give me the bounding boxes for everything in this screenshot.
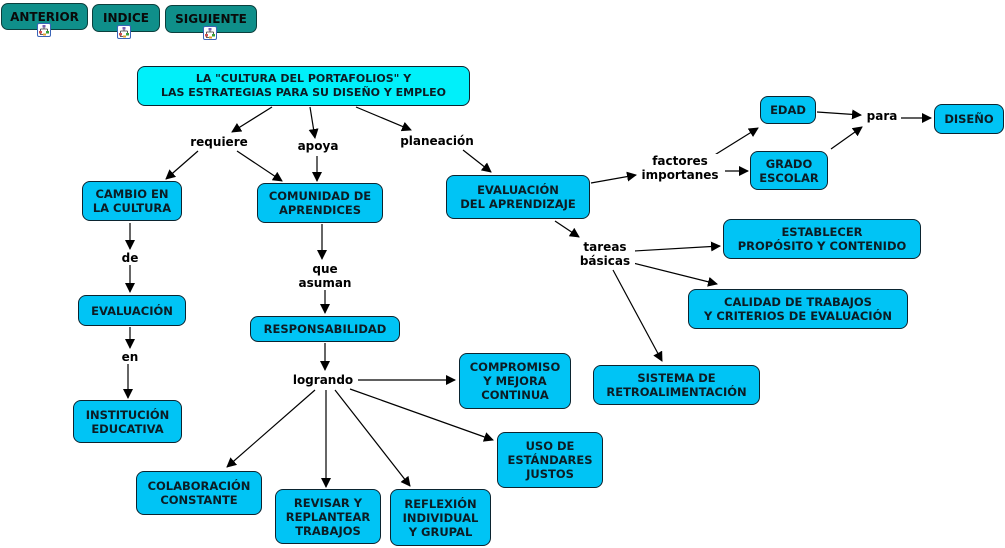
concept-map-icon[interactable]: [203, 26, 217, 40]
link-factores-importanes: factores importanes: [638, 154, 722, 182]
concept-cambio-en-la-cultura[interactable]: CAMBIO EN LA CULTURA: [82, 181, 182, 221]
link-en: en: [118, 350, 142, 364]
indice-label: INDICE: [103, 11, 149, 25]
edge-tareas-sistema: [612, 269, 663, 362]
link-que-asuman: que asuman: [293, 262, 357, 290]
concept-establecer-proposito[interactable]: ESTABLECER PROPÓSITO Y CONTENIDO: [723, 219, 921, 259]
concept-compromiso[interactable]: COMPROMISO Y MEJORA CONTINUA: [459, 353, 571, 409]
edge-root-apoya: [308, 106, 319, 139]
siguiente-button[interactable]: SIGUIENTE: [165, 5, 257, 33]
edge-tareas-establecer: [633, 241, 721, 252]
edge-requiere-comunidad: [236, 150, 283, 182]
edge-planeacion-evaluacion: [462, 149, 492, 173]
edge-factores-edad: [712, 127, 759, 157]
edge-logrando-estandares: [349, 388, 494, 442]
edge-root-planeacion: [355, 106, 412, 132]
edge-evaluacion-tareas: [554, 220, 580, 238]
concept-responsabilidad[interactable]: RESPONSABILIDAD: [250, 316, 400, 342]
concept-uso-de-estandares[interactable]: USO DE ESTÁNDARES JUSTOS: [497, 432, 603, 488]
concept-colaboracion-constante[interactable]: COLABORACIÓN CONSTANTE: [136, 471, 262, 515]
edge-requiere-cambio: [165, 150, 199, 180]
concept-map-icon[interactable]: [117, 25, 131, 39]
concept-map-icon[interactable]: [37, 23, 51, 37]
concept-edad[interactable]: EDAD: [760, 96, 816, 124]
edge-evaluacion-factores: [590, 171, 637, 184]
anterior-label: ANTERIOR: [10, 10, 79, 24]
edge-logrando-colaboracion: [226, 389, 316, 468]
concept-calidad-de-trabajos[interactable]: CALIDAD DE TRABAJOS Y CRITERIOS DE EVALU…: [688, 289, 908, 329]
link-apoya: apoya: [294, 139, 342, 153]
edge-grado-para: [830, 126, 863, 150]
concept-comunidad-de-aprendices[interactable]: COMUNIDAD DE APRENDICES: [257, 183, 383, 223]
concept-diseno[interactable]: DISEÑO: [934, 104, 1004, 134]
link-planeacion: planeación: [397, 134, 477, 148]
concept-root[interactable]: LA "CULTURA DEL PORTAFOLIOS" Y LAS ESTRA…: [137, 66, 470, 106]
edge-edad-para: [816, 109, 862, 120]
link-para: para: [863, 109, 901, 123]
concept-grado-escolar[interactable]: GRADO ESCOLAR: [750, 151, 828, 190]
concept-institucion-educativa[interactable]: INSTITUCIÓN EDUCATIVA: [73, 400, 182, 443]
concept-evaluacion[interactable]: EVALUACIÓN: [78, 295, 186, 326]
link-logrando: logrando: [290, 373, 356, 387]
concept-reflexion-individual[interactable]: REFLEXIÓN INDIVIDUAL Y GRUPAL: [390, 489, 491, 546]
edge-tareas-calidad: [632, 262, 718, 287]
concept-revisar-y-replantear[interactable]: REVISAR Y REPLANTEAR TRABAJOS: [275, 489, 381, 544]
edge-logrando-reflexion: [334, 389, 411, 487]
siguiente-label: SIGUIENTE: [175, 12, 247, 26]
concept-sistema-de-retroalimentacion[interactable]: SISTEMA DE RETROALIMENTACIÓN: [593, 365, 760, 405]
concept-evaluacion-del-aprendizaje[interactable]: EVALUACIÓN DEL APRENDIZAJE: [446, 175, 590, 219]
link-de: de: [118, 251, 142, 265]
link-tareas-basicas: tareas básicas: [575, 240, 635, 268]
link-requiere: requiere: [186, 135, 252, 149]
edge-root-requiere: [231, 106, 273, 133]
